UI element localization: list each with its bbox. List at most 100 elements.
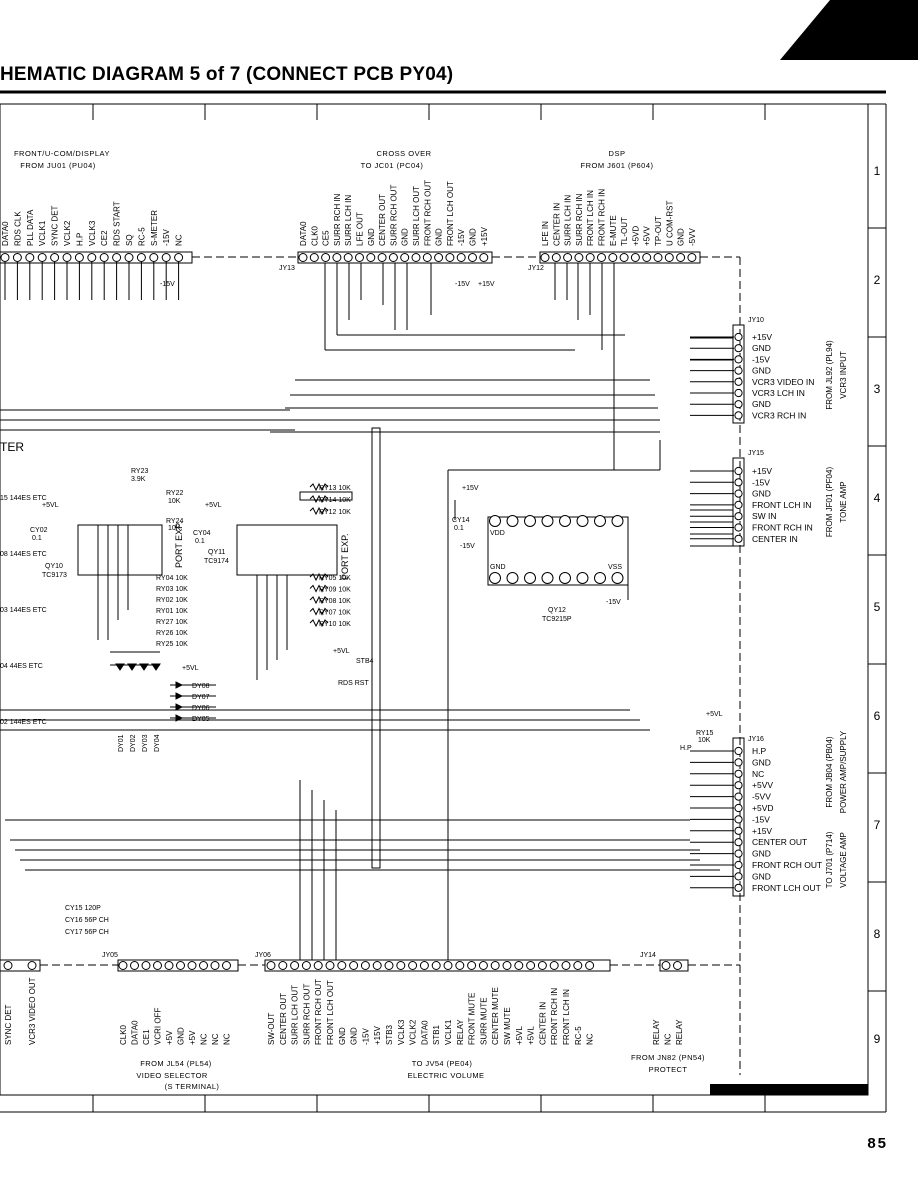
left-ic-label: 03 144ES ETC (0, 607, 47, 614)
connector-pin (573, 961, 583, 970)
p15v-label-2: +15V (478, 281, 495, 288)
connector-pin (445, 253, 455, 262)
jy12-pin-label: FRONT RCH IN (598, 189, 607, 246)
front-pin-label: RDS CLK (13, 211, 22, 246)
jy14-label2: PROTECT (649, 1065, 688, 1074)
diode-symbol (175, 703, 184, 711)
jy16-pin-label: GND (752, 871, 771, 881)
resistor-label: RY14 10K (319, 497, 351, 504)
connector-pin (551, 253, 561, 262)
jy05-label1: FROM JL54 (PL54) (140, 1059, 212, 1068)
left-ic-label: 04 44ES ETC (0, 663, 43, 670)
jy16-side3: TO J701 (P714) (825, 831, 834, 888)
jy06-pin-label: FRONT MUTE (468, 993, 477, 1045)
cy02-label: CY02 (30, 527, 48, 534)
jy05-id: JY05 (102, 952, 118, 959)
connector-pin (502, 961, 512, 970)
ic-pin (541, 572, 554, 584)
connector-pin (456, 253, 466, 262)
jy05-pin-label: VCRI OFF (154, 1008, 163, 1045)
connector-pin (467, 961, 477, 970)
jy05-pin-label: NC (200, 1033, 209, 1045)
connector-pin (661, 961, 671, 970)
jy16-pin-label: FRONT RCH OUT (752, 860, 822, 870)
jy12-pin-label: SURR RCH IN (575, 193, 584, 246)
connector-pin (164, 961, 174, 970)
jy15-pin-label: GND (752, 489, 771, 499)
connector-pin (400, 253, 410, 262)
connector-pin (734, 815, 743, 824)
jy13-pin-label: FRONT LCH OUT (446, 181, 455, 246)
jy06-pin-label: SW-OUT (267, 1013, 276, 1045)
front-block-line1: FRONT/U-COM/DISPLAY (14, 149, 110, 158)
resistor-label: RY04 10K (156, 575, 188, 582)
connector-pin (360, 961, 370, 970)
qy12-part: TC9215P (542, 616, 572, 623)
connector-pin (377, 253, 387, 262)
connector-pin (99, 253, 109, 262)
resistor-label: RY13 10K (319, 485, 351, 492)
jy16-pin-label: -15V (752, 814, 770, 824)
ic-pin (489, 572, 501, 584)
connector-pin (608, 253, 618, 262)
connector-pin (313, 961, 323, 970)
connector-pin (734, 849, 743, 858)
ic-pin (559, 515, 571, 527)
jy05-pin-label: +5V (188, 1030, 197, 1045)
row-number: 5 (874, 600, 881, 614)
jy10-id: JY10 (748, 317, 764, 324)
connector-pin (734, 872, 743, 881)
row-number: 1 (874, 164, 881, 178)
port-exp-label: PORT EXP. (174, 521, 184, 568)
jy06-pin-label: CENTER OUT (279, 993, 288, 1045)
jy12-pin-label: TP-OUT (654, 216, 663, 246)
jy14-pin-label: NC (664, 1033, 673, 1045)
connector-pin (384, 961, 394, 970)
jy13-pin-label: CENTER OUT (378, 194, 387, 246)
connector-pin (187, 961, 197, 970)
ry24-label: RY24 (166, 518, 183, 525)
jy05-label2: VIDEO SELECTOR (136, 1071, 207, 1080)
diode-symbol (139, 663, 149, 671)
jy05-pin-label: CLK0 (119, 1024, 128, 1045)
connector-pin (434, 253, 444, 262)
diode-symbol (175, 681, 184, 689)
cy04-label: CY04 (193, 530, 211, 537)
connector-pin (734, 466, 743, 476)
jy05-label3: (S TERMINAL) (165, 1082, 220, 1091)
connector-pin (734, 366, 743, 375)
connector-pin (141, 961, 151, 970)
jy16-pin-label: GND (752, 757, 771, 767)
connector-pin (734, 534, 743, 543)
jy10-pin-label: GND (752, 366, 771, 376)
jy10-side2: VCR3 INPUT (839, 351, 848, 399)
connector-pin (585, 961, 595, 970)
connector-pin (585, 253, 595, 262)
connector-pin (112, 253, 122, 262)
jy12-pin-label: -5VV (688, 228, 697, 246)
resistor-label: RY01 10K (156, 608, 188, 615)
resistor-label: RY02 10K (156, 597, 188, 604)
ic-pin (541, 515, 554, 527)
jy06-pin-label: FRONT RCH OUT (314, 979, 323, 1045)
jy10-pin-label: VCR3 RCH IN (752, 410, 806, 420)
ic-pin (524, 515, 536, 527)
connector-pin (12, 253, 22, 262)
cy14-value: 0.1 (454, 525, 464, 532)
jy13-id: JY13 (279, 265, 295, 272)
connector-pin (734, 803, 743, 813)
connector-pin (734, 838, 743, 847)
ic-pin (559, 572, 571, 584)
connector-pin (734, 769, 743, 778)
jy12-pin-label: FRONT LCH IN (586, 190, 595, 246)
ic-pin (506, 515, 519, 527)
jy10-pin-label: +15V (752, 332, 772, 342)
connector-pin (37, 253, 47, 262)
jy10-pin-label: GND (752, 399, 771, 409)
connector-pin (355, 253, 364, 262)
jy06-pin-label: +15V (373, 1025, 382, 1045)
jy06-pin-label: SURR RCH OUT (302, 984, 311, 1045)
qy10-ref: QY10 (45, 563, 63, 570)
front-pin-label: VCLK2 (63, 220, 72, 246)
connector-pin (526, 961, 536, 970)
